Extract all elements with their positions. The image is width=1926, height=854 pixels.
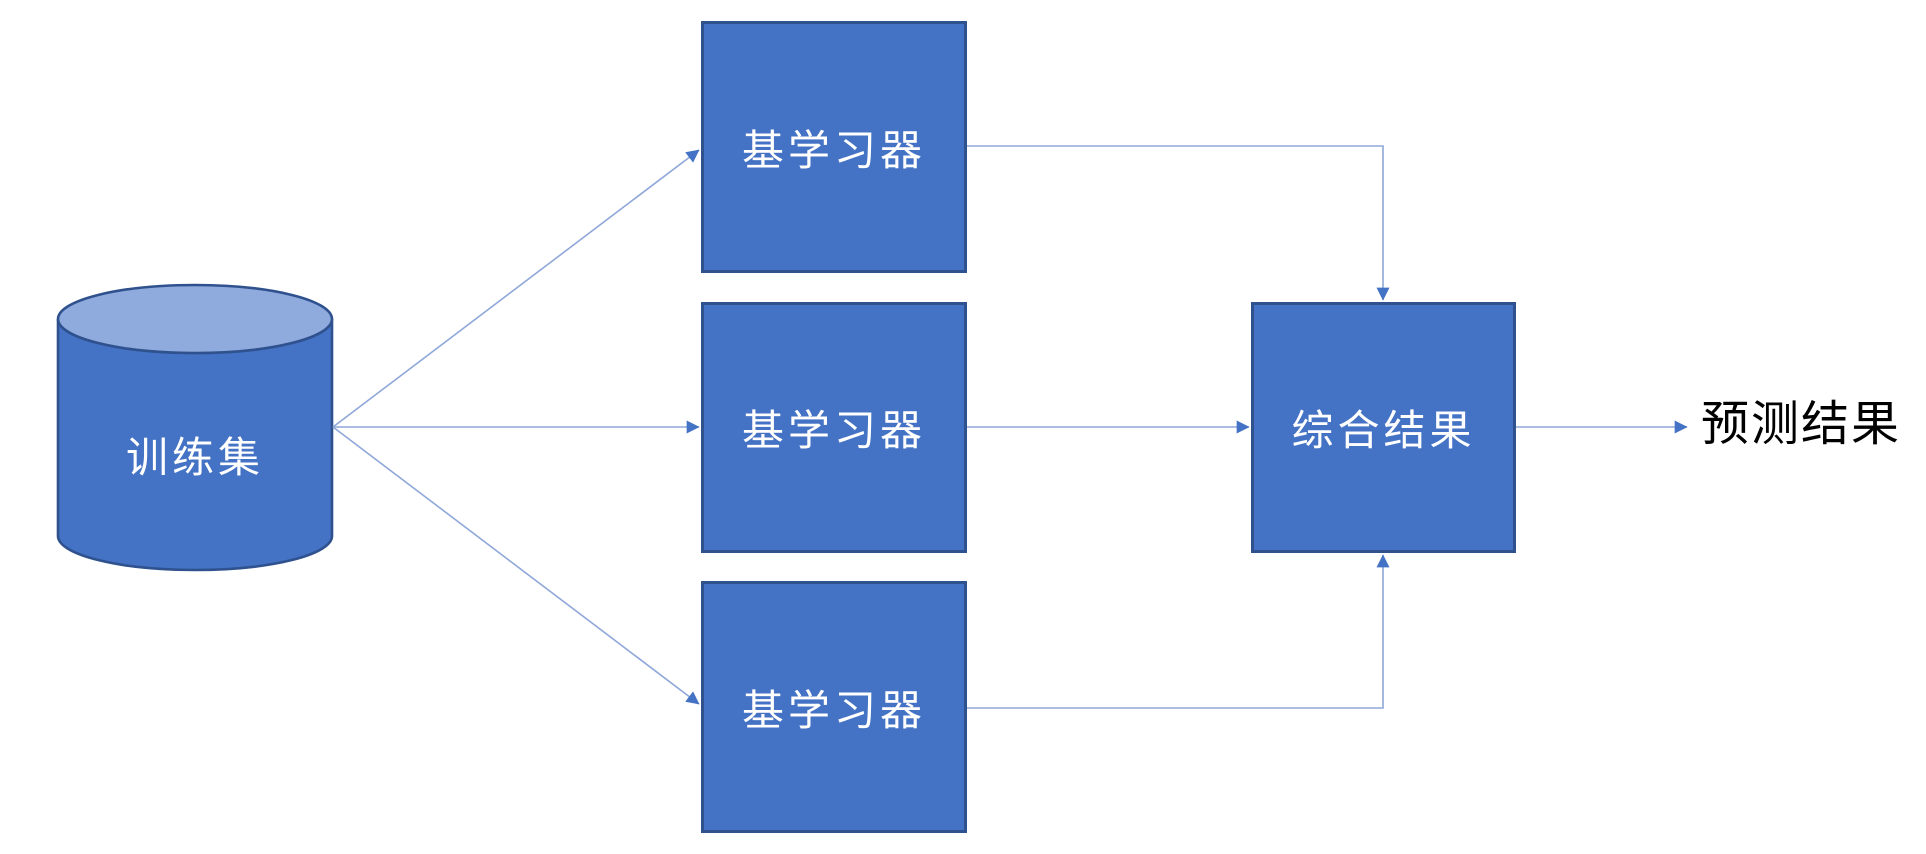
aggregate-result-label: 综合结果 <box>1291 407 1476 454</box>
base-learner-1-label: 基学习器 <box>741 126 926 174</box>
base-learner-1-node: 基学习器 <box>701 21 967 273</box>
prediction-result-label: 预测结果 <box>1701 398 1902 451</box>
base-learner-3-label: 基学习器 <box>741 686 926 734</box>
base-learner-2-label: 基学习器 <box>741 407 926 454</box>
base-learner-3-node: 基学习器 <box>701 581 967 833</box>
arrow-learner-1-to-aggregate <box>967 145 1390 301</box>
arrow-training-to-learner-1 <box>332 149 700 428</box>
arrow-learner-3-to-aggregate <box>967 554 1390 709</box>
aggregate-result-node: 综合结果 <box>1251 302 1516 553</box>
cylinder-top <box>56 283 334 355</box>
training-set-cylinder <box>56 283 334 572</box>
training-set-label: 训练集 <box>125 434 264 481</box>
arrow-training-to-learner-3 <box>332 426 700 705</box>
base-learner-2-node: 基学习器 <box>701 302 967 553</box>
